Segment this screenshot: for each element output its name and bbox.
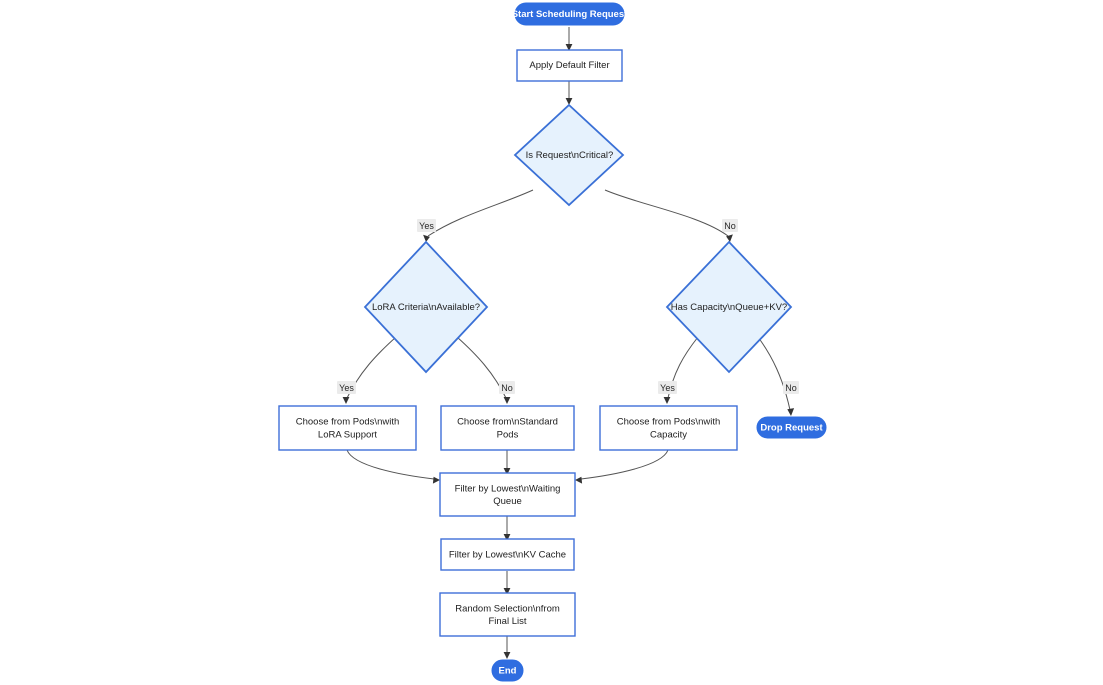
node-has-capacity-label: Has Capacity\nQueue+KV? bbox=[671, 302, 787, 313]
node-layer: Start Scheduling Request Apply Default F… bbox=[278, 2, 827, 682]
node-choose-standard-pods[interactable]: Choose from\nStandard Pods bbox=[440, 405, 575, 451]
node-choose-lora-pods-label-line2: LoRA Support bbox=[318, 430, 378, 441]
edge-label-capacity-yes: Yes bbox=[658, 381, 677, 394]
edge-label-critical-no: No bbox=[722, 219, 738, 232]
edge-random-selection-to-end bbox=[503, 636, 511, 659]
edge-label-critical-yes: Yes bbox=[417, 219, 436, 232]
edge-label-capacity-no-text: No bbox=[785, 383, 797, 393]
node-drop-request[interactable]: Drop Request bbox=[756, 416, 827, 439]
node-filter-kv-cache-label: Filter by Lowest\nKV Cache bbox=[449, 550, 566, 561]
node-lora-criteria-available-label: LoRA Criteria\nAvailable? bbox=[372, 302, 480, 313]
edge-label-critical-no-text: No bbox=[724, 221, 736, 231]
edge-filter-kv-to-random-selection bbox=[503, 571, 511, 595]
edge-choose-standard-to-filter-queue bbox=[503, 450, 511, 475]
edge-label-lora-no: No bbox=[499, 381, 515, 394]
node-apply-default-filter[interactable]: Apply Default Filter bbox=[516, 49, 623, 82]
node-is-request-critical-label: Is Request\nCritical? bbox=[526, 150, 614, 161]
node-filter-kv-cache[interactable]: Filter by Lowest\nKV Cache bbox=[440, 538, 575, 571]
node-filter-waiting-queue-label-line2: Queue bbox=[493, 496, 522, 507]
edge-label-layer: Yes No Yes No Yes No bbox=[337, 219, 799, 394]
edge-label-capacity-yes-text: Yes bbox=[660, 383, 675, 393]
node-filter-waiting-queue-label-line1: Filter by Lowest\nWaiting bbox=[455, 484, 561, 495]
node-apply-default-filter-label: Apply Default Filter bbox=[529, 60, 609, 71]
edge-label-lora-no-text: No bbox=[501, 383, 513, 393]
edge-filter-queue-to-filter-kv bbox=[503, 516, 511, 541]
node-lora-criteria-available[interactable]: LoRA Criteria\nAvailable? bbox=[363, 240, 489, 374]
node-end[interactable]: End bbox=[491, 659, 524, 682]
node-choose-lora-pods[interactable]: Choose from Pods\nwith LoRA Support bbox=[278, 405, 417, 451]
node-choose-standard-pods-label-line2: Pods bbox=[497, 430, 519, 441]
node-start[interactable]: Start Scheduling Request bbox=[512, 2, 628, 26]
node-random-selection[interactable]: Random Selection\nfrom Final List bbox=[439, 592, 576, 637]
node-choose-capacity-pods-label-line1: Choose from Pods\nwith bbox=[617, 417, 721, 428]
node-is-request-critical[interactable]: Is Request\nCritical? bbox=[513, 103, 625, 207]
edge-is-critical-to-has-capacity bbox=[604, 189, 733, 242]
node-choose-standard-pods-label-line1: Choose from\nStandard bbox=[457, 417, 558, 428]
node-choose-capacity-pods[interactable]: Choose from Pods\nwith Capacity bbox=[599, 405, 738, 451]
edge-choose-capacity-to-filter-queue bbox=[575, 449, 669, 484]
edge-apply-filter-to-is-critical bbox=[565, 81, 573, 105]
edge-label-lora-yes: Yes bbox=[337, 381, 356, 394]
node-start-label: Start Scheduling Request bbox=[512, 9, 628, 20]
node-drop-request-label: Drop Request bbox=[760, 423, 823, 434]
node-end-label: End bbox=[499, 666, 517, 677]
node-filter-waiting-queue[interactable]: Filter by Lowest\nWaiting Queue bbox=[439, 472, 576, 517]
edge-has-capacity-to-drop-request bbox=[757, 336, 795, 416]
node-has-capacity[interactable]: Has Capacity\nQueue+KV? bbox=[665, 240, 793, 374]
edge-is-critical-to-lora-criteria bbox=[423, 189, 534, 242]
edge-label-lora-yes-text: Yes bbox=[339, 383, 354, 393]
node-random-selection-label-line2: Final List bbox=[488, 616, 526, 627]
edge-label-capacity-no: No bbox=[783, 381, 799, 394]
edge-label-critical-yes-text: Yes bbox=[419, 221, 434, 231]
edge-choose-lora-to-filter-queue bbox=[346, 449, 440, 484]
node-choose-lora-pods-label-line1: Choose from Pods\nwith bbox=[296, 417, 400, 428]
node-choose-capacity-pods-label-line2: Capacity bbox=[650, 430, 687, 441]
node-random-selection-label-line1: Random Selection\nfrom bbox=[455, 604, 560, 615]
edge-start-to-apply-filter bbox=[565, 27, 573, 51]
